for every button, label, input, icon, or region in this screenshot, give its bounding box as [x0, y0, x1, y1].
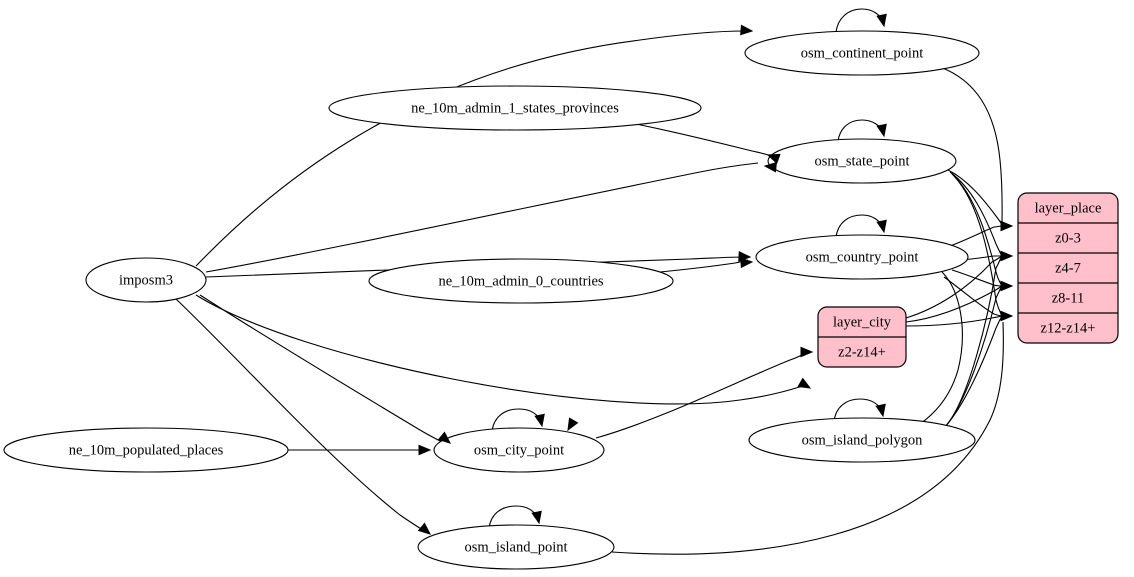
arrowhead-osm_city_point_2 — [418, 444, 432, 456]
edge — [943, 276, 1003, 317]
arrowhead-osm_city_point — [437, 431, 451, 444]
node-osm_country_point[interactable]: osm_country_point — [755, 234, 969, 280]
node-shape-osm_island_point — [417, 524, 615, 570]
record-cell-layer_city_title[interactable]: layer_city — [833, 314, 892, 330]
arrowhead-self-loop-osm_country_point — [876, 219, 887, 234]
node-ne_populated[interactable]: ne_10m_populated_places — [3, 427, 289, 473]
node-label-ne_admin0: ne_10m_admin_0_countries — [438, 273, 603, 289]
arrowhead-osm_country_point_2 — [740, 257, 754, 269]
edge — [595, 353, 805, 439]
arrowhead-osm_island_point — [417, 522, 431, 535]
edge — [919, 271, 963, 425]
node-osm_city_point[interactable]: osm_city_point — [433, 427, 605, 473]
edge — [939, 66, 1003, 227]
edge — [951, 173, 1003, 287]
node-ne_admin0[interactable]: ne_10m_admin_0_countries — [368, 258, 674, 304]
arrowhead-self-loop-osm_island_point — [531, 510, 542, 525]
arrowhead-osm_city_point_3 — [567, 417, 579, 432]
edge — [659, 259, 749, 273]
record-cell-layer_place_z12_z14[interactable]: z12-z14+ — [1041, 320, 1096, 336]
node-shape-osm_island_polygon — [748, 417, 976, 463]
node-label-ne_admin1: ne_10m_admin_1_states_provinces — [411, 100, 619, 116]
edge — [945, 255, 1003, 427]
arrowhead-osm_continent_point — [740, 24, 754, 36]
node-shape-osm_country_point — [755, 234, 969, 280]
node-label-osm_country_point: osm_country_point — [806, 249, 919, 265]
node-imposm3[interactable]: imposm3 — [85, 257, 207, 303]
node-label-osm_state_point: osm_state_point — [814, 153, 909, 169]
arrowhead-self-loop-osm_continent_point — [876, 13, 887, 28]
edge — [905, 255, 1003, 319]
node-label-osm_city_point: osm_city_point — [474, 442, 564, 458]
node-ne_admin1[interactable]: ne_10m_admin_1_states_provinces — [328, 85, 702, 131]
edge — [905, 285, 1003, 323]
edge — [199, 294, 449, 446]
edge — [949, 171, 1003, 257]
node-shape-osm_state_point — [767, 138, 957, 184]
edge-self-loop — [835, 8, 885, 33]
record-layer_place[interactable]: layer_place z0-3 z4-7 z8-11 z12-z14+ — [1017, 192, 1119, 344]
arrowhead-layer_city_z2_z14 — [800, 346, 814, 358]
arrowhead-self-loop-osm_island_polygon — [875, 403, 886, 418]
node-osm_continent_point[interactable]: osm_continent_point — [744, 30, 980, 76]
record-cell-layer_place_z8_11[interactable]: z8-11 — [1052, 290, 1084, 306]
node-label-ne_populated: ne_10m_populated_places — [69, 442, 224, 458]
edge-self-loop — [835, 214, 885, 238]
arrowhead-osm_state_point_2 — [763, 161, 777, 173]
edge — [905, 315, 1003, 327]
record-cell-layer_city_z2_z14[interactable]: z2-z14+ — [838, 344, 886, 360]
node-osm_state_point[interactable]: osm_state_point — [767, 138, 957, 184]
node-label-imposm3: imposm3 — [119, 272, 173, 288]
arrowhead-layer_place_z4_7 — [1000, 250, 1014, 262]
edge — [961, 255, 1002, 261]
edge — [611, 321, 1004, 555]
node-label-osm_island_polygon: osm_island_polygon — [802, 432, 924, 448]
edge — [175, 298, 427, 533]
node-shape-osm_city_point — [433, 427, 605, 473]
edge — [949, 225, 1003, 247]
arrowhead-osm_island_polygon — [797, 377, 812, 389]
node-osm_island_polygon[interactable]: osm_island_polygon — [748, 417, 976, 463]
records-layer: layer_place z0-3 z4-7 z8-11 z12-z14+ layer_ci… — [817, 192, 1119, 368]
arrowhead-layer_place_z8_11 — [1000, 280, 1014, 292]
node-shape-ne_admin0 — [368, 258, 674, 304]
record-cell-layer_place_z0_3[interactable]: z0-3 — [1055, 230, 1081, 246]
record-layer_city[interactable]: layer_city z2-z14+ — [817, 306, 907, 368]
edge — [195, 30, 746, 267]
node-osm_island_point[interactable]: osm_island_point — [417, 524, 615, 570]
arrowhead-osm_state_point — [766, 153, 781, 164]
node-label-osm_island_point: osm_island_point — [464, 539, 567, 555]
edge — [943, 285, 1003, 429]
edge — [195, 294, 807, 405]
edge — [953, 175, 1003, 317]
node-label-osm_continent_point: osm_continent_point — [801, 45, 923, 61]
arrowhead-layer_place_z12_z14 — [1000, 310, 1014, 322]
arrowhead-layer_place_z0_3 — [1000, 220, 1014, 232]
node-shape-imposm3 — [85, 257, 207, 303]
edge — [635, 123, 769, 156]
node-shape-ne_populated — [3, 427, 289, 473]
record-cell-layer_place_title[interactable]: layer_place — [1035, 200, 1102, 216]
record-box-layer_place — [1017, 192, 1119, 344]
edge-self-loop — [837, 119, 885, 142]
edge — [951, 269, 1003, 287]
node-shape-ne_admin1 — [328, 85, 702, 131]
edge — [205, 162, 759, 273]
nodes-layer: imposm3 ne_10m_admin_1_states_provincesne… — [3, 30, 980, 570]
arrowhead-self-loop-osm_state_point — [876, 123, 887, 138]
edge — [941, 315, 1003, 431]
arrowheads-layer — [417, 13, 1014, 535]
node-shape-osm_continent_point — [744, 30, 980, 76]
record-cell-layer_place_z4_7[interactable]: z4-7 — [1055, 260, 1081, 276]
arrowhead-self-loop-osm_city_point — [534, 413, 545, 428]
